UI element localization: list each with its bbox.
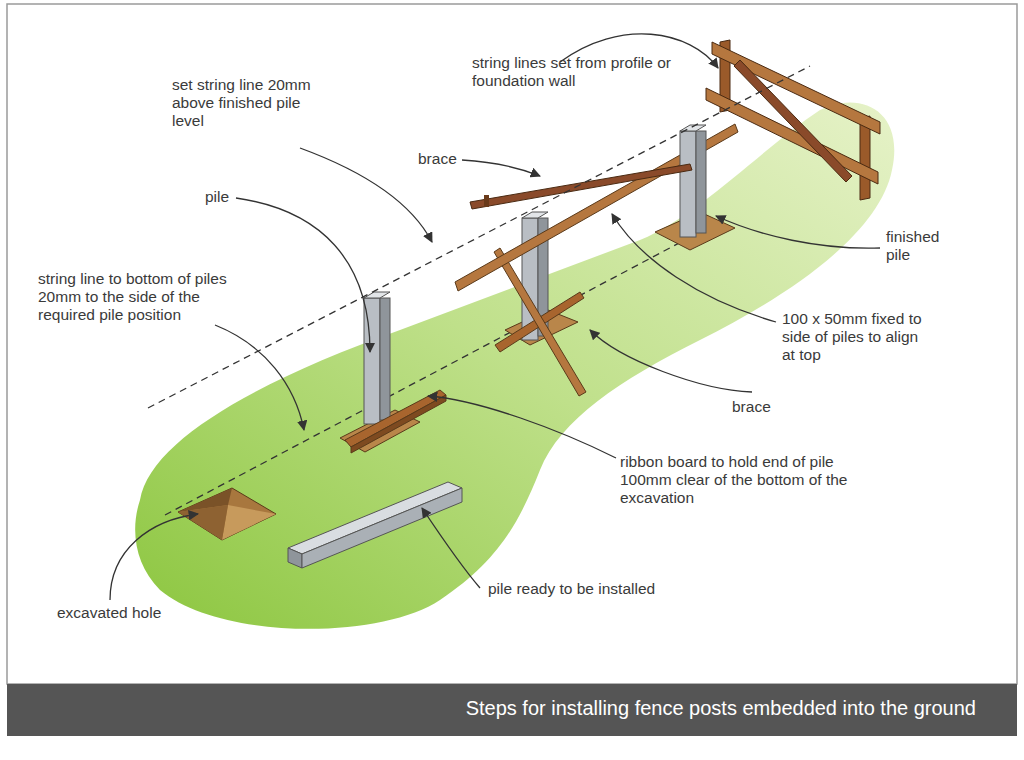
excavated-hole <box>178 488 276 540</box>
ground <box>135 103 894 629</box>
timber-board <box>455 124 738 291</box>
callout-label: 100 x 50mm fixed to side of piles to ali… <box>782 310 932 364</box>
frame <box>7 4 1017 684</box>
callout-label: excavated hole <box>57 604 197 622</box>
callout-label: ribbon board to hold end of pile 100mm c… <box>620 453 850 507</box>
callout-label: string lines set from profile or foundat… <box>472 54 702 90</box>
brace <box>470 164 692 209</box>
callout-label: finished pile <box>886 228 958 264</box>
pile-finished <box>655 125 735 250</box>
callout-label: brace <box>418 150 478 168</box>
profile <box>706 40 880 200</box>
string-line <box>148 66 810 408</box>
leader-lines <box>110 34 880 600</box>
callout-label: pile <box>205 188 255 206</box>
caption: Steps for installing fence posts embedde… <box>466 697 976 720</box>
string-line <box>165 232 700 515</box>
callout-label: string line to bottom of piles 20mm to t… <box>38 270 253 324</box>
caption-band <box>7 684 1017 736</box>
callout-label: brace <box>732 398 792 416</box>
pile-lying <box>288 482 462 568</box>
callout-label: pile ready to be installed <box>488 580 728 598</box>
callout-label: set string line 20mm above finished pile… <box>172 76 312 130</box>
pile-left <box>340 292 446 453</box>
peg <box>484 195 489 207</box>
